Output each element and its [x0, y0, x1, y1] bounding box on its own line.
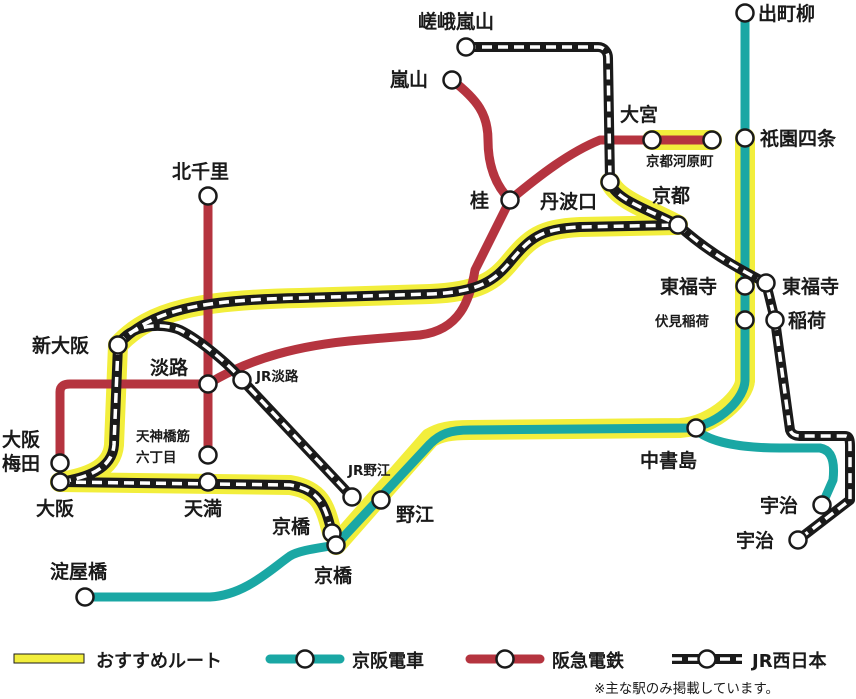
label-fushimi-inari: 伏見稲荷: [655, 313, 709, 330]
legend-label-hankyu: 阪急電鉄: [552, 650, 624, 672]
station-marker-umeda: [50, 453, 70, 473]
hankyu-line: [55, 75, 717, 468]
station-marker-omiya: [642, 130, 662, 150]
station-marker-gion-shijo: [735, 128, 755, 148]
station-marker-yodoyabashi: [75, 587, 95, 607]
station-labels: 出町柳 祇園四条 嵯峨嵐山 嵐山 大宮 京都河原町 北千里 桂 丹波口 京都 東…: [2, 2, 839, 587]
station-marker-arashiyama: [442, 70, 462, 90]
station-marker-inari: [765, 310, 785, 330]
label-awaji: 淡路: [150, 356, 189, 379]
label-kyoto-kawaramachi: 京都河原町: [646, 153, 714, 170]
station-marker-fushimi-inari: [735, 310, 755, 330]
station-marker-osaka: [50, 472, 70, 492]
legend-station-keihan: [295, 649, 315, 669]
station-marker-awaji: [198, 374, 218, 394]
label-kyobashi-jr: 京橋: [272, 515, 311, 538]
station-marker-katsura: [500, 190, 520, 210]
station-marker-tambaguchi: [600, 172, 620, 192]
legend-label-jr: JR西日本: [750, 650, 827, 672]
label-osaka: 大阪: [36, 497, 75, 520]
label-tofukuji-jr: 東福寺: [782, 275, 839, 298]
station-marker-uji-keihan: [812, 495, 832, 515]
legend-station-jr: [697, 649, 717, 669]
station-marker-uji-jr: [788, 530, 808, 550]
label-tambaguchi: 丹波口: [540, 190, 597, 213]
label-tenjinbashisuji-2: 六丁目: [136, 449, 177, 466]
jr-line: [59, 42, 855, 544]
station-marker-tenma: [198, 472, 218, 492]
label-jr-noe: JR野江: [347, 462, 391, 479]
label-kyoto: 京都: [652, 184, 690, 207]
label-saga-arashiyama: 嵯峨嵐山: [418, 10, 494, 33]
station-marker-kyoto: [668, 215, 688, 235]
station-marker-noe: [371, 490, 391, 510]
station-marker-demachiyanagi: [735, 3, 755, 23]
legend-swatch-recommended: [13, 653, 85, 664]
label-osaka-umeda-2: 梅田: [2, 452, 40, 475]
legend-station-hankyu: [495, 649, 515, 669]
label-omiya: 大宮: [620, 103, 658, 126]
legend-label-recommended: おすすめルート: [96, 651, 222, 672]
label-noe: 野江: [396, 504, 434, 526]
legend: おすすめルート 京阪電車 阪急電鉄 JR西日本: [13, 649, 827, 672]
label-osaka-umeda-1: 大阪: [2, 428, 41, 451]
legend-label-keihan: 京阪電車: [352, 650, 424, 672]
label-jr-awaji: JR淡路: [255, 368, 299, 385]
station-marker-jr-awaji: [232, 370, 252, 390]
station-marker-kyobashi-keihan: [326, 535, 346, 555]
station-marker-shin-osaka: [108, 335, 128, 355]
station-markers: [50, 3, 832, 607]
station-marker-tenjinbashisuji: [198, 445, 218, 465]
label-arashiyama: 嵐山: [390, 68, 428, 91]
station-marker-chushojima: [686, 418, 706, 438]
label-yodoyabashi: 淀屋橋: [50, 560, 108, 583]
label-gion-shijo: 祇園四条: [759, 127, 837, 150]
label-shin-osaka: 新大阪: [32, 334, 90, 357]
station-marker-tofukuji-jr: [756, 273, 776, 293]
label-katsura: 桂: [469, 189, 489, 212]
station-marker-tofukuji-keihan: [735, 276, 755, 296]
station-marker-kitasenri: [198, 186, 218, 206]
label-inari: 稲荷: [788, 309, 826, 332]
station-marker-saga-arashiyama: [456, 37, 476, 57]
label-tofukuji-keihan: 東福寺: [660, 275, 717, 298]
label-tenma: 天満: [184, 498, 222, 520]
label-kitasenri: 北千里: [172, 161, 229, 183]
keihan-line: [80, 9, 839, 602]
station-marker-jr-noe: [342, 487, 362, 507]
label-chushojima: 中書島: [640, 449, 697, 472]
label-kyobashi-keihan: 京橋: [314, 564, 353, 587]
station-marker-kyoto-kawaramachi: [702, 130, 722, 150]
label-uji-jr: 宇治: [736, 529, 774, 552]
label-demachiyanagi: 出町柳: [758, 2, 815, 25]
footnote: ※主な駅のみ掲載しています。: [594, 681, 779, 697]
label-uji-keihan: 宇治: [760, 494, 798, 517]
label-tenjinbashisuji-1: 天神橋筋: [136, 428, 190, 445]
